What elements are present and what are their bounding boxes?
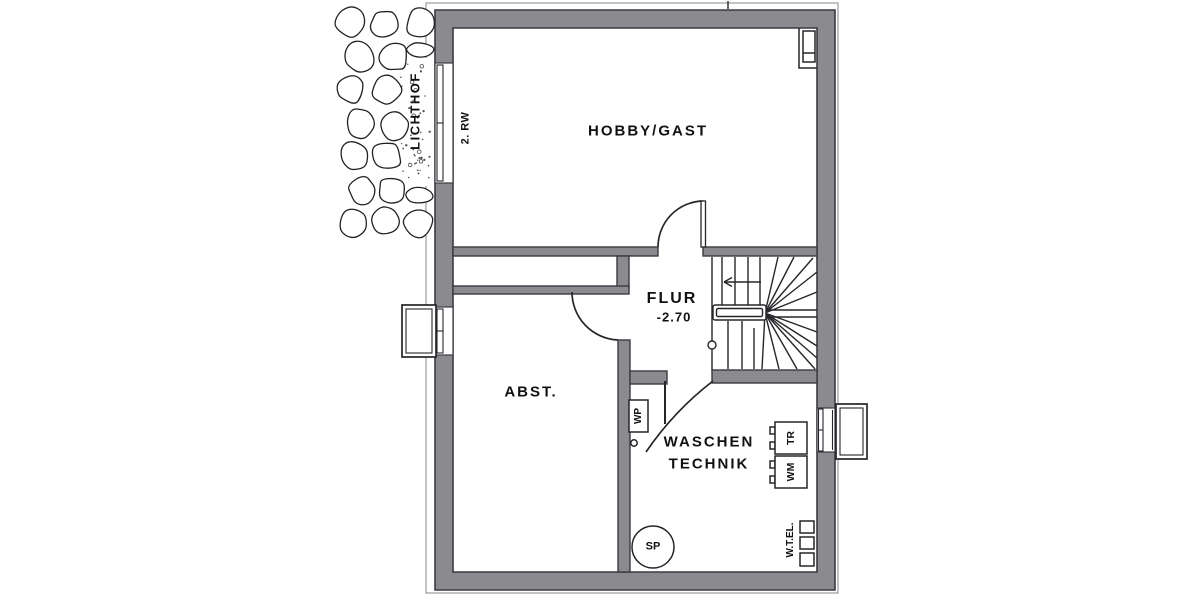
- window-frame-abst: [436, 308, 444, 354]
- lightwell-box-right: [835, 403, 868, 460]
- heat-pump-label: WP: [633, 407, 644, 425]
- staircase: [707, 256, 818, 370]
- sump-pump-symbol: [631, 525, 675, 569]
- interior-walls: [452, 246, 818, 573]
- dryer-symbol: [769, 421, 808, 455]
- lightwell-label: LICHTHOF: [407, 72, 423, 150]
- escape-route-label: 2. RW: [459, 111, 472, 145]
- exterior-walls: [434, 9, 836, 591]
- room-label-flur: FLUR: [646, 290, 698, 307]
- door-hobby: [657, 200, 707, 248]
- door-leaf-hobby: [700, 200, 707, 248]
- lightwell-box-left: [401, 304, 437, 358]
- room-label-abst: ABST.: [504, 383, 558, 401]
- stair-direction-arrow: [723, 276, 761, 288]
- sump-pump-label: SP: [645, 540, 661, 553]
- room-label-hobby: HOBBY/GAST: [587, 122, 709, 140]
- fixtures: [628, 28, 817, 569]
- window-frame-lichthof: [436, 64, 444, 182]
- level-annotation: -2.70: [656, 309, 692, 325]
- door-waschen: [645, 380, 714, 453]
- stair-post-marker: [707, 340, 717, 350]
- room-label-waschen: WASCHEN: [663, 433, 755, 451]
- stair-handrail: [712, 304, 817, 321]
- washer-label: WM: [784, 462, 797, 482]
- washing-machine-symbol: [769, 455, 808, 489]
- door-abst: [571, 291, 619, 341]
- windows: [401, 64, 868, 460]
- chimney-shaft: [798, 28, 817, 69]
- perimeter-offset-outline: [425, 1, 839, 594]
- heat-pump-symbol: [628, 399, 649, 447]
- window-frame-waschen: [817, 408, 834, 452]
- meters-label: W.T.EL.: [785, 522, 796, 558]
- dryer-label: TR: [784, 431, 797, 445]
- meter-boxes: [799, 520, 815, 567]
- doors: [571, 200, 714, 453]
- rock-hatch-decor: [334, 6, 436, 239]
- room-label-technik: TECHNIK: [668, 455, 750, 473]
